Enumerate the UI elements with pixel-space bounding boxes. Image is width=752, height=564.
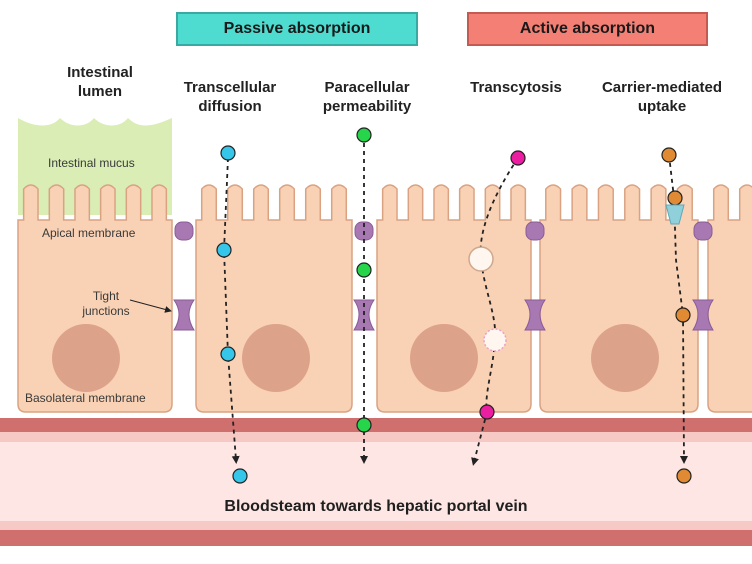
bloodstream-band-top xyxy=(0,418,752,434)
path-carrier-mediated xyxy=(668,154,688,464)
epithelial-cell-5 xyxy=(707,184,752,413)
junction-lower-1 xyxy=(173,299,195,331)
cell-nucleus-3 xyxy=(410,324,478,392)
header-paracellular-permeability: Paracellular permeability xyxy=(322,79,412,115)
bloodstream-band-bottom xyxy=(0,530,752,546)
vesicle-2 xyxy=(483,328,507,352)
header-intestinal-lumen: Intestinal lumen xyxy=(67,64,133,100)
junction-lower-3 xyxy=(524,299,546,331)
epithelial-cells xyxy=(17,184,752,413)
absorption-paths xyxy=(223,135,688,466)
green-particle-6 xyxy=(356,262,372,278)
path-transcellular xyxy=(223,157,240,464)
label-basolateral-membrane: Basolateral membrane xyxy=(25,391,146,405)
orange-particle-13 xyxy=(667,190,683,206)
active-absorption-banner: Active absorption xyxy=(467,12,708,46)
header-transcellular-diffusion: Transcellular diffusion xyxy=(183,79,277,115)
label-apical-membrane: Apical membrane xyxy=(42,226,136,240)
bloodstream-band-top-light xyxy=(0,432,752,442)
orange-particle-12 xyxy=(661,147,677,163)
bloodstream-band-bottom-light xyxy=(0,521,752,531)
cyan-particle-4 xyxy=(232,468,248,484)
cell-nucleus-4 xyxy=(591,324,659,392)
bloodstream-area xyxy=(0,440,752,530)
cyan-particle-2 xyxy=(216,242,232,258)
passive-absorption-banner: Passive absorption xyxy=(176,12,418,46)
junction-lower-4 xyxy=(692,299,714,331)
magenta-particle-8 xyxy=(510,150,526,166)
tight-junctions xyxy=(173,221,714,331)
magenta-particle-11 xyxy=(479,404,495,420)
junction-upper-4 xyxy=(693,221,713,241)
header-carrier-mediated-uptake: Carrier-mediated uptake xyxy=(601,79,723,115)
green-particle-5 xyxy=(356,127,372,143)
header-transcytosis: Transcytosis xyxy=(470,79,562,96)
label-bloodstream: Bloodsteam towards hepatic portal vein xyxy=(224,498,528,515)
label-tight-junctions: Tight junctions xyxy=(82,289,130,318)
carrier-protein-channel xyxy=(665,204,685,225)
label-intestinal-mucus: Intestinal mucus xyxy=(48,156,135,170)
cell-nucleus-2 xyxy=(242,324,310,392)
junction-upper-3 xyxy=(525,221,545,241)
cyan-particle-1 xyxy=(220,145,236,161)
path-transcytosis xyxy=(471,157,519,466)
particles xyxy=(216,127,692,484)
junction-upper-1 xyxy=(174,221,194,241)
cyan-particle-3 xyxy=(220,346,236,362)
vesicle-1 xyxy=(468,246,494,272)
cell-nucleus-1 xyxy=(52,324,120,392)
green-particle-7 xyxy=(356,417,372,433)
tight-junction-pointer xyxy=(129,299,172,313)
orange-particle-14 xyxy=(675,307,691,323)
orange-particle-15 xyxy=(676,468,692,484)
